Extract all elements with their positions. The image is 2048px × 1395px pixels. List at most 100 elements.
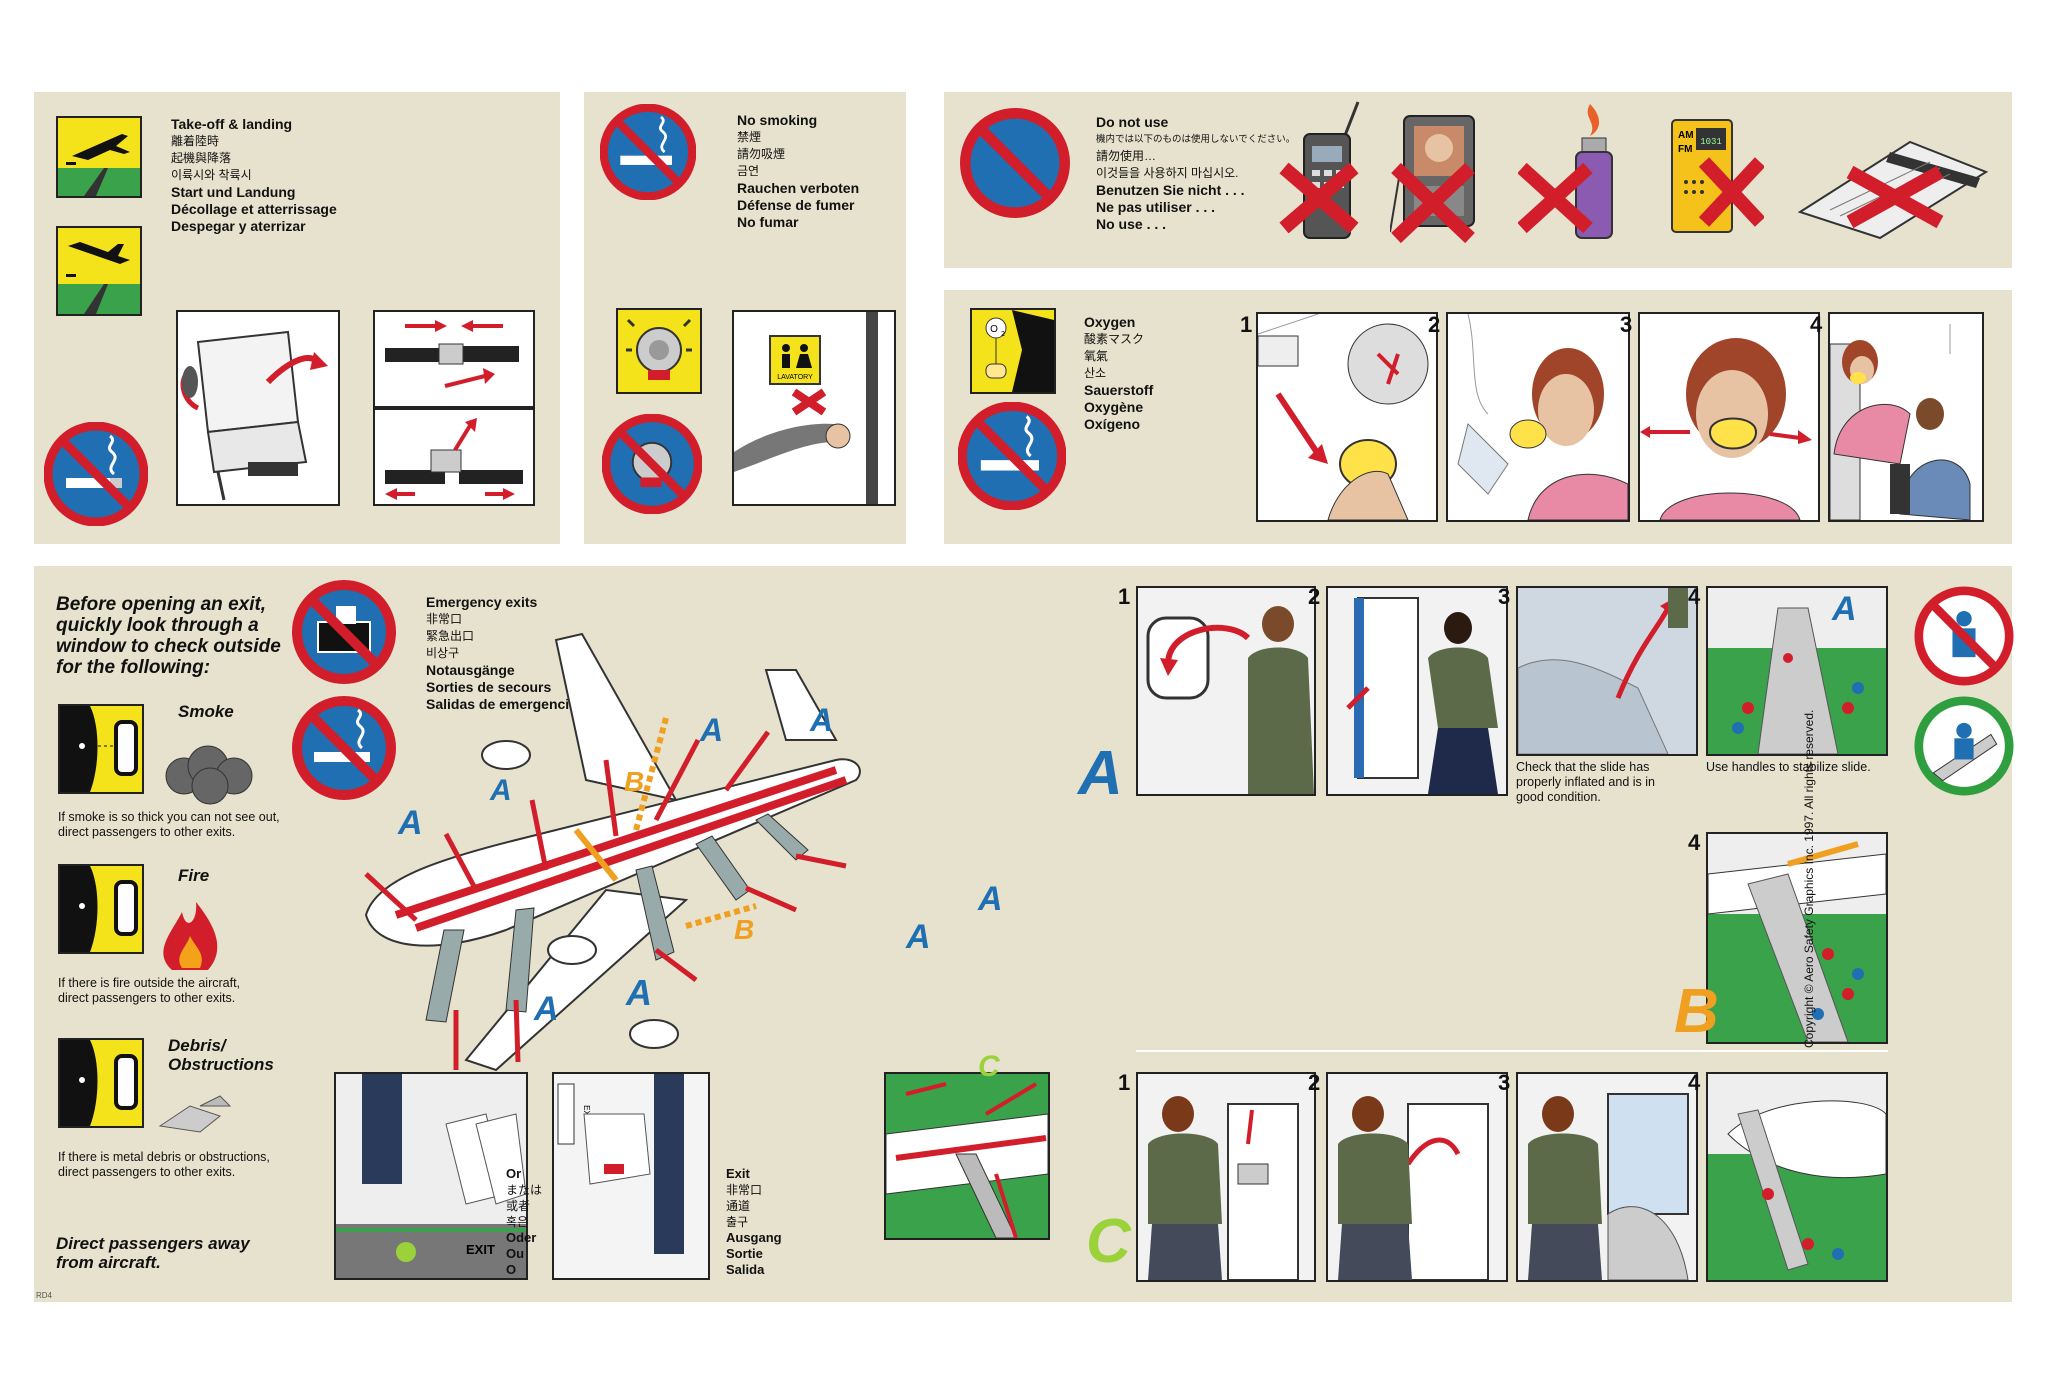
exit-c-step-1-number: 1 xyxy=(1118,1070,1131,1095)
no-smoking-line-es: No fumar xyxy=(737,214,799,230)
exit-b-step-4-number: 4 xyxy=(1688,830,1701,855)
exit-c-step-2-number: 2 xyxy=(1308,1070,1321,1095)
exit-c-step-3-number: 3 xyxy=(1498,1070,1511,1095)
do-not-use-line-ko: 이것들을 사용하지 마십시오. xyxy=(1096,166,1239,180)
do-not-use-line-zh: 請勿使用… xyxy=(1096,149,1157,163)
exit-label-a-4: A xyxy=(810,702,834,738)
exit-label-c-small: C xyxy=(978,1050,1000,1083)
fire-flame-icon xyxy=(152,892,232,972)
oxygen-step-1-number: 1 xyxy=(1240,312,1253,337)
debris-text-line-2: direct passengers to other exits. xyxy=(58,1165,236,1179)
debris-metal-icon xyxy=(150,1086,250,1136)
seat-upright-illustration xyxy=(176,310,340,506)
takeoff-line-fr: Décollage et atterrissage xyxy=(171,201,337,217)
no-smoking-line-ko: 금연 xyxy=(737,164,760,178)
debris-window-icon xyxy=(58,1038,144,1128)
radio-icon: AM FM 1031 xyxy=(1664,112,1764,252)
debris-title-line-2: Obstructions xyxy=(168,1055,274,1074)
oxygen-step-4-illustration xyxy=(1828,312,1984,522)
no-smoking-line-zh: 請勿吸煙 xyxy=(737,147,786,161)
do-not-use-label: Do not use 機内では以下のものは使用しないでください。 請勿使用… 이… xyxy=(1096,114,1295,233)
exit-a-step-1-illustration xyxy=(1136,586,1316,796)
emergency-line-en: Emergency exits xyxy=(426,594,538,610)
takeoff-label: Take-off & landing 離着陸時 起機與降落 이륙시와 착륙시 S… xyxy=(171,116,337,235)
exit-line-en: Exit xyxy=(726,1166,750,1181)
exit-line-fr: Sortie xyxy=(726,1246,763,1261)
or-line-en: Or xyxy=(506,1166,522,1181)
emergency-line-ja: 非常口 xyxy=(426,612,463,626)
emergency-line-de: Notausgänge xyxy=(426,662,515,678)
before-opening-heading: Before opening an exit, quickly look thr… xyxy=(56,594,281,678)
smoke-text-line-1: If smoke is so thick you can not see out… xyxy=(58,810,280,824)
exit-a-step-2-illustration xyxy=(1326,586,1508,796)
aircraft-exits-diagram xyxy=(356,630,1056,1130)
emergency-line-fr: Sorties de secours xyxy=(426,679,552,695)
landing-plane-icon xyxy=(56,226,142,316)
oxygen-line-zh: 氧氣 xyxy=(1084,349,1109,363)
oxygen-line-de: Sauerstoff xyxy=(1084,382,1154,398)
exit-c-step-1-illustration xyxy=(1136,1072,1316,1282)
oxygen-line-es: Oxígeno xyxy=(1084,416,1141,432)
oxygen-icon-sub: 2 xyxy=(1001,331,1005,338)
portable-tv-icon xyxy=(1390,102,1490,252)
divider-line xyxy=(1136,1050,1888,1052)
floor-path-lighting-illustration: EXIT xyxy=(334,1072,528,1280)
takeoff-line-ko: 이륙시와 착륙시 xyxy=(171,168,252,182)
do-not-use-line-ja: 機内では以下のものは使用しないでください。 xyxy=(1096,134,1296,145)
or-label: Or または 或者 혹은 Oder Ou O xyxy=(506,1166,542,1278)
or-line-ja: または xyxy=(506,1183,543,1197)
exit-c-overview-illustration xyxy=(884,1072,1050,1240)
debris-title: Debris/ Obstructions xyxy=(168,1036,274,1074)
oxygen-line-fr: Oxygène xyxy=(1084,399,1144,415)
oxygen-line-ja: 酸素マスク xyxy=(1084,332,1145,346)
debris-text: If there is metal debris or obstructions… xyxy=(58,1150,270,1180)
seatbelt-fasten-illustration xyxy=(373,310,535,408)
direct-away-line-1: Direct passengers away xyxy=(56,1234,250,1253)
lighter-icon xyxy=(1518,98,1628,248)
smoke-window-icon xyxy=(58,704,144,794)
emergency-line-ko: 비상구 xyxy=(426,646,460,660)
exit-label-a-7: A xyxy=(626,972,652,1013)
takeoff-plane-icon xyxy=(56,116,142,198)
exit-label-c-large: C xyxy=(1086,1207,1131,1276)
exit-label-a-step4: A xyxy=(1832,590,1857,628)
slide-check-line-1: Check that the slide has xyxy=(1516,760,1650,774)
fire-text: If there is fire outside the aircraft, d… xyxy=(58,976,240,1006)
emergency-panel: Before opening an exit, quickly look thr… xyxy=(34,566,2014,1302)
or-line-zh: 或者 xyxy=(506,1199,531,1213)
do-not-use-line-en: Do not use xyxy=(1096,114,1169,130)
takeoff-line-zh: 起機與降落 xyxy=(171,151,232,165)
oxygen-step-1-illustration xyxy=(1256,312,1438,522)
exit-label-a-large: A xyxy=(1078,739,1123,808)
radio-display: 1031 xyxy=(1700,137,1722,147)
slide-check-line-2: properly inflated and is in xyxy=(1516,775,1655,789)
do-not-use-line-de: Benutzen Sie nicht . . . xyxy=(1096,182,1245,198)
mobile-phone-icon xyxy=(1274,98,1374,248)
do-not-use-panel: Do not use 機内では以下のものは使用しないでください。 請勿使用… 이… xyxy=(944,92,2012,268)
oxygen-no-smoking-icon xyxy=(958,402,1066,510)
exit-b-step-4-illustration xyxy=(1706,832,1888,1044)
slide-check-text: Check that the slide has properly inflat… xyxy=(1516,760,1655,805)
or-line-fr: Ou xyxy=(506,1246,525,1261)
oxygen-step-2-number: 2 xyxy=(1428,312,1441,337)
slide-check-line-3: good condition. xyxy=(1516,790,1601,804)
takeoff-panel: Take-off & landing 離着陸時 起機與降落 이륙시와 착륙시 S… xyxy=(34,92,560,544)
oxygen-line-en: Oxygen xyxy=(1084,314,1136,330)
no-smoking-label: No smoking 禁煙 請勿吸煙 금연 Rauchen verboten D… xyxy=(737,112,859,231)
exit-a-step-1-number: 1 xyxy=(1118,584,1131,609)
oxygen-mask-icon: O 2 xyxy=(970,308,1056,394)
no-smoking-panel: No smoking 禁煙 請勿吸煙 금연 Rauchen verboten D… xyxy=(584,92,906,544)
lavatory-sign-text: LAVATORY xyxy=(777,374,813,381)
oxygen-line-ko: 산소 xyxy=(1084,366,1107,380)
exit-c-step-2-illustration xyxy=(1326,1072,1508,1282)
do-not-use-line-es: No use . . . xyxy=(1096,216,1167,232)
oxygen-label: Oxygen 酸素マスク 氧氣 산소 Sauerstoff Oxygène Ox… xyxy=(1084,314,1153,433)
fire-text-line-2: direct passengers to other exits. xyxy=(58,991,236,1005)
exit-a-step-3-number: 3 xyxy=(1498,584,1511,609)
or-line-es: O xyxy=(506,1262,517,1277)
exit-a-step-2-number: 2 xyxy=(1308,584,1321,609)
oxygen-step-4-number: 4 xyxy=(1810,312,1823,337)
prohibited-icon xyxy=(960,108,1070,218)
emergency-line-es: Salidas de emergencia xyxy=(426,696,577,712)
exit-c-step-4-number: 4 xyxy=(1688,1070,1701,1095)
